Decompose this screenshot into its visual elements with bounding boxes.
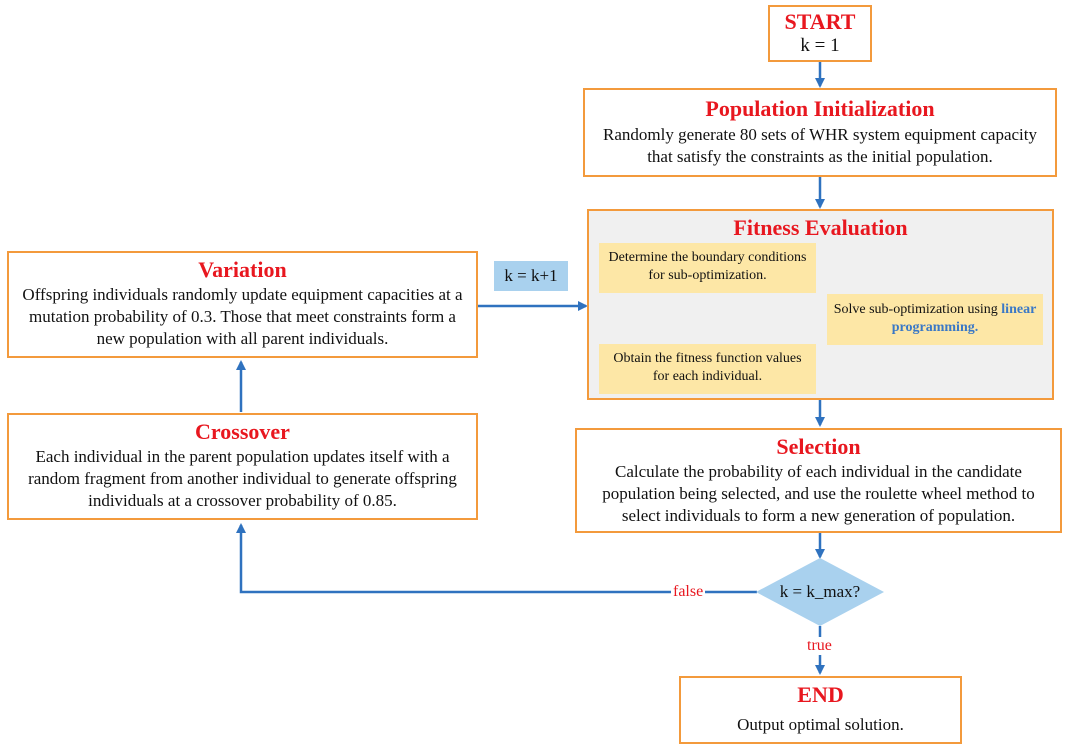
- linear-programming-highlight: linear programming.: [891, 302, 1037, 335]
- fitness-evaluation-title: Fitness Evaluation: [733, 215, 908, 240]
- variation-box: Variation Offspring individuals randomly…: [7, 251, 478, 358]
- false-branch-label: false: [671, 583, 706, 601]
- selection-text: Calculate the probability of each indivi…: [602, 462, 1035, 525]
- increment-label: k = k+1: [494, 261, 568, 291]
- end-text: Output optimal solution.: [737, 715, 904, 734]
- selection-title: Selection: [776, 434, 861, 459]
- arrow-decision-false-to-crossover: [236, 523, 757, 594]
- selection-box: Selection Calculate the probability of e…: [575, 428, 1062, 533]
- fitness-step-obtain-values-text: Obtain the fitness function values for e…: [613, 351, 802, 384]
- decision-diamond: [756, 558, 884, 626]
- population-initialization-title: Population Initialization: [705, 96, 935, 121]
- start-init-value: k = 1: [800, 35, 840, 56]
- population-initialization-box: Population Initialization Randomly gener…: [583, 88, 1057, 177]
- end-box: END Output optimal solution.: [679, 676, 962, 744]
- fitness-step-boundary-conditions: Determine the boundary conditions for su…: [599, 243, 816, 293]
- true-branch-label: true: [805, 637, 834, 655]
- fitness-step-boundary-conditions-text: Determine the boundary conditions for su…: [608, 250, 807, 283]
- decision-label: k = k_max?: [779, 582, 861, 601]
- start-node: START k = 1: [768, 5, 872, 62]
- population-initialization-text: Randomly generate 80 sets of WHR system …: [602, 125, 1038, 166]
- crossover-box: Crossover Each individual in the parent …: [7, 413, 478, 520]
- crossover-title: Crossover: [195, 419, 290, 444]
- variation-title: Variation: [198, 257, 287, 282]
- fitness-step-obtain-values: Obtain the fitness function values for e…: [599, 344, 816, 394]
- start-title: START: [784, 9, 856, 34]
- fitness-step-solve-text: Solve sub-optimization using: [833, 302, 1002, 317]
- end-title: END: [797, 682, 844, 707]
- crossover-text: Each individual in the parent population…: [28, 447, 457, 510]
- fitness-step-solve-suboptimization: Solve sub-optimization using linear prog…: [827, 294, 1043, 345]
- variation-text: Offspring individuals randomly update eq…: [22, 285, 463, 348]
